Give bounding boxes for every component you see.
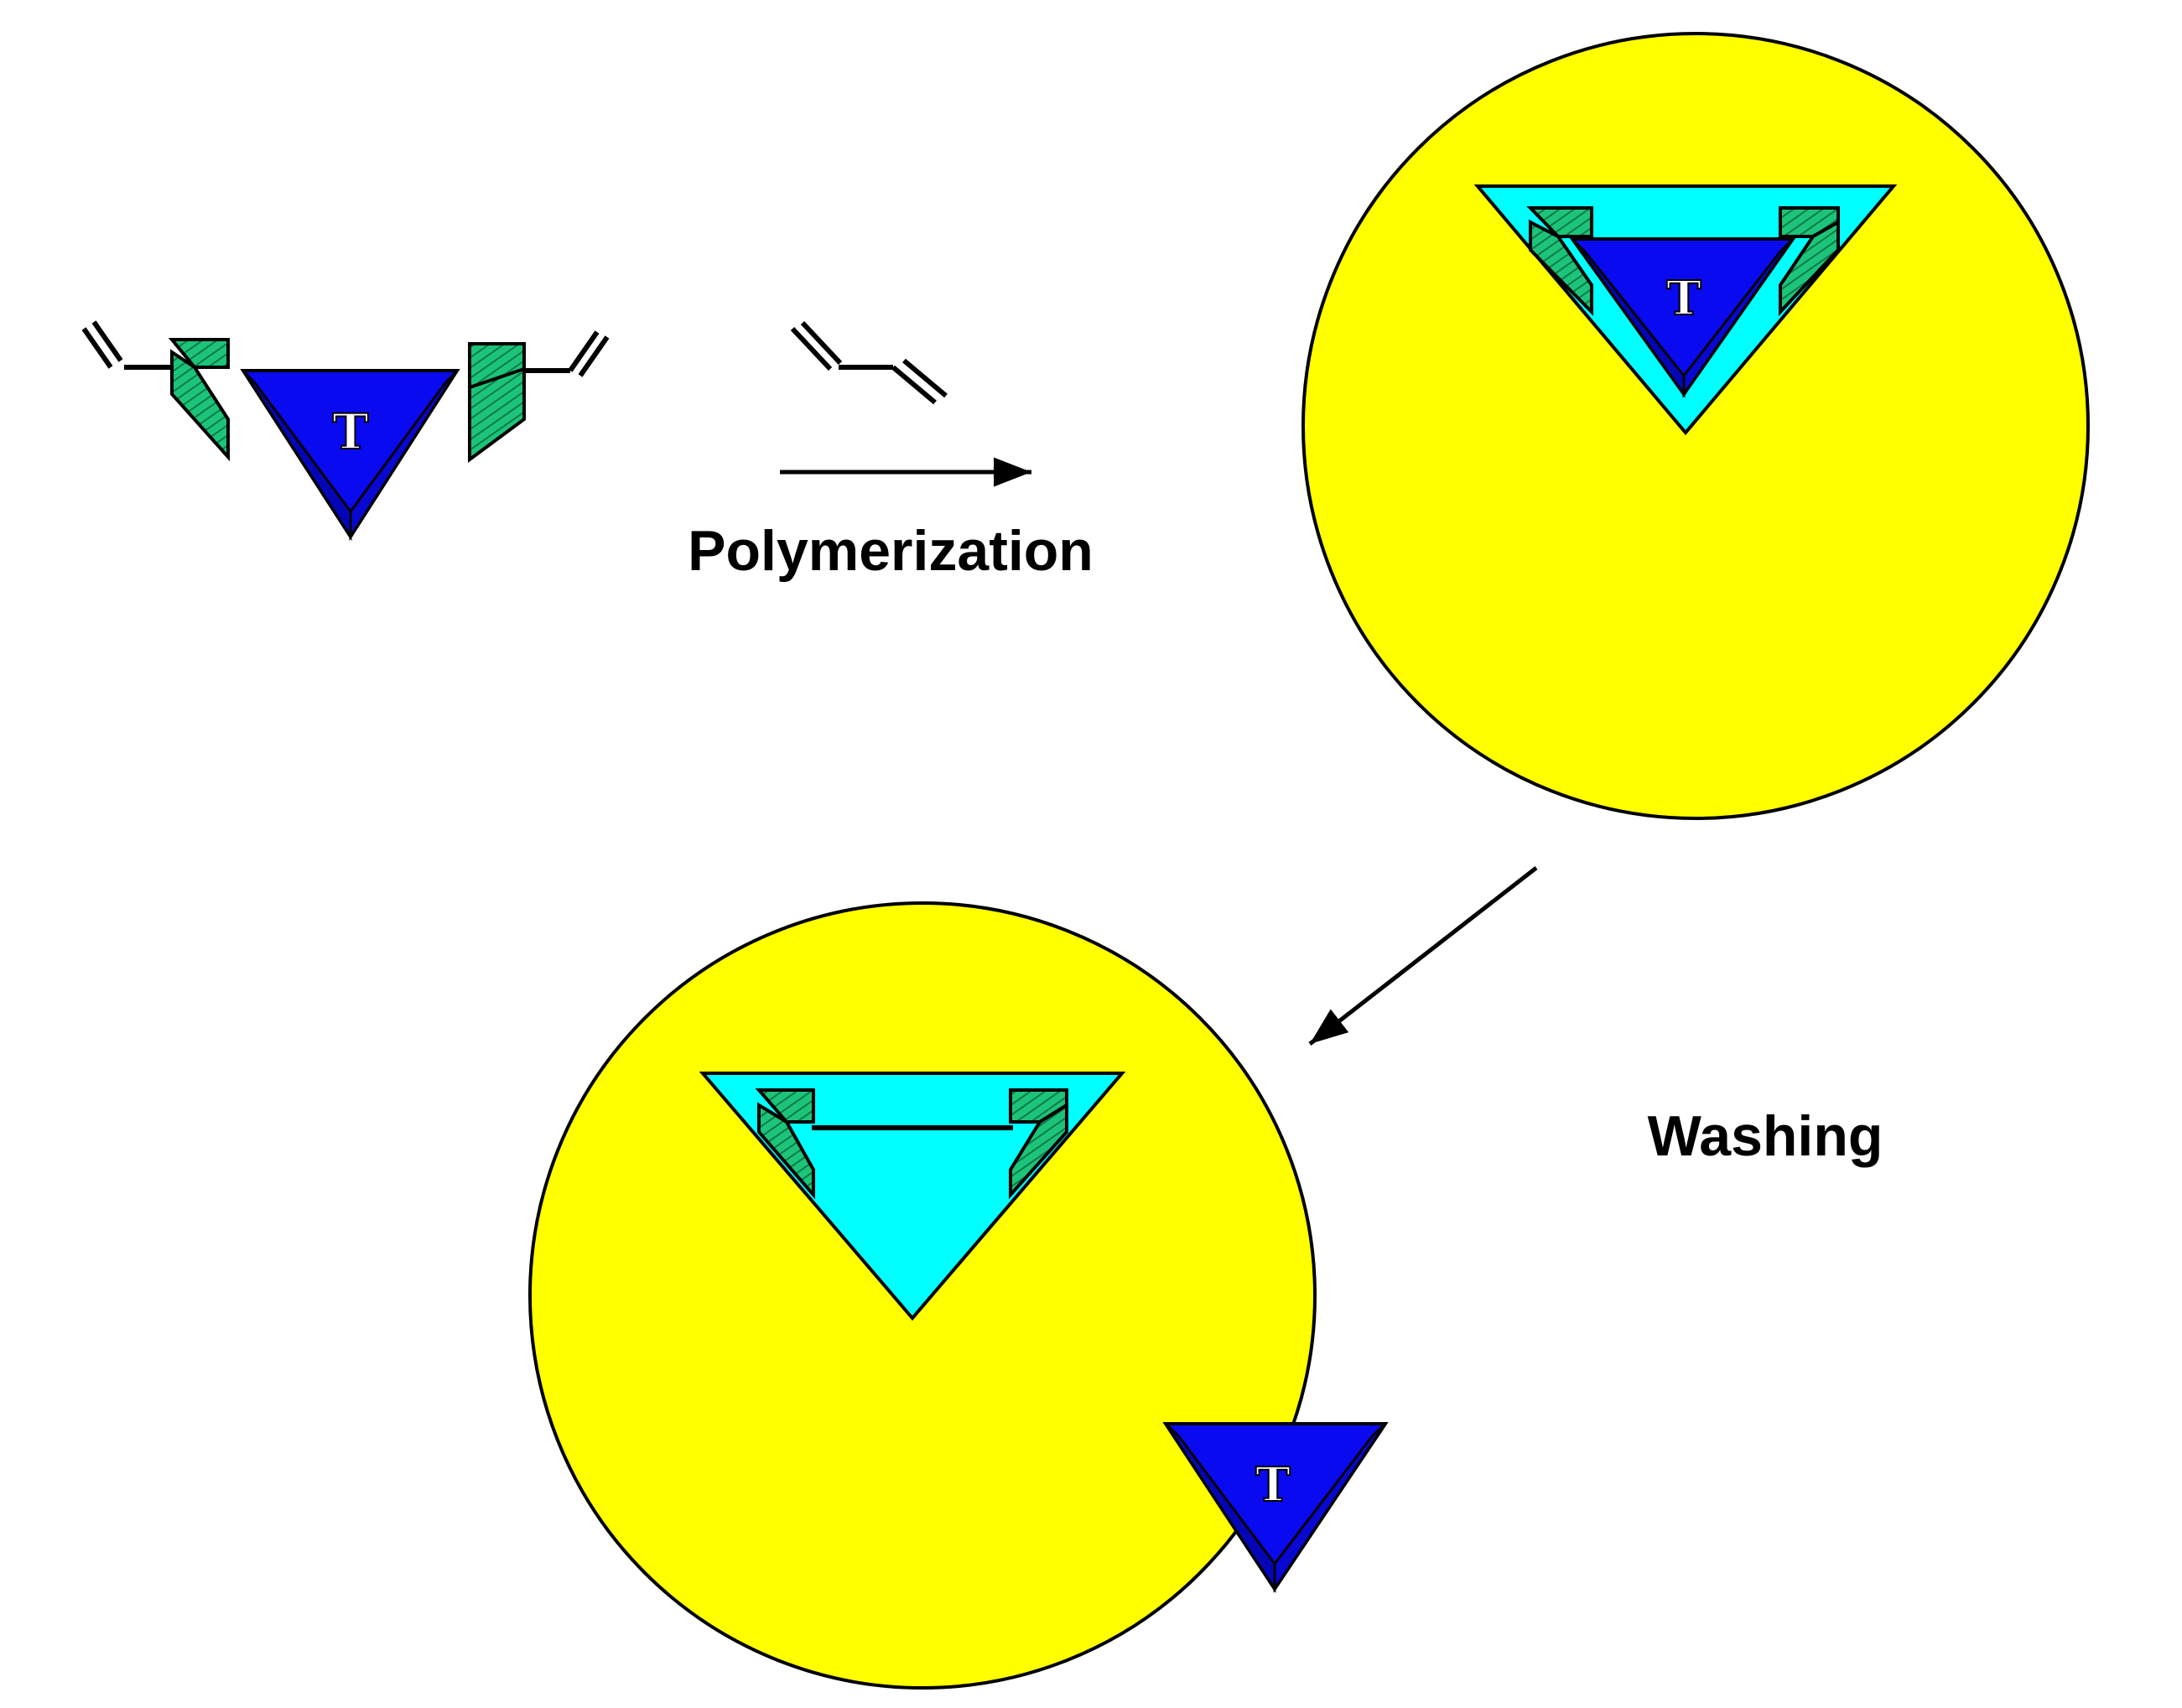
right-vinyl-group xyxy=(524,330,610,377)
empty-cavity xyxy=(699,1072,1126,1321)
template-molecule: T xyxy=(240,369,460,542)
template-glyph: T xyxy=(332,403,368,460)
released-template: T xyxy=(1162,1422,1389,1593)
polymerization-label: Polymerization xyxy=(688,519,1094,583)
washing-arrow xyxy=(1308,866,1538,1046)
polymer-bead xyxy=(1301,32,2090,820)
released-template-glyph: T xyxy=(1255,1457,1291,1513)
embedded-template-glyph: T xyxy=(1666,271,1701,326)
polymer-with-template: T xyxy=(1301,32,2090,820)
embedded-template: T xyxy=(1569,237,1796,398)
left-functional-monomer xyxy=(168,338,230,462)
imprinted-polymer xyxy=(528,901,1317,1690)
crosslinker-monomer xyxy=(790,320,948,405)
washing-label: Washing xyxy=(1648,1104,1883,1168)
template-with-monomers: T xyxy=(81,320,610,542)
left-vinyl-group xyxy=(81,320,172,370)
right-functional-monomer xyxy=(468,342,526,463)
